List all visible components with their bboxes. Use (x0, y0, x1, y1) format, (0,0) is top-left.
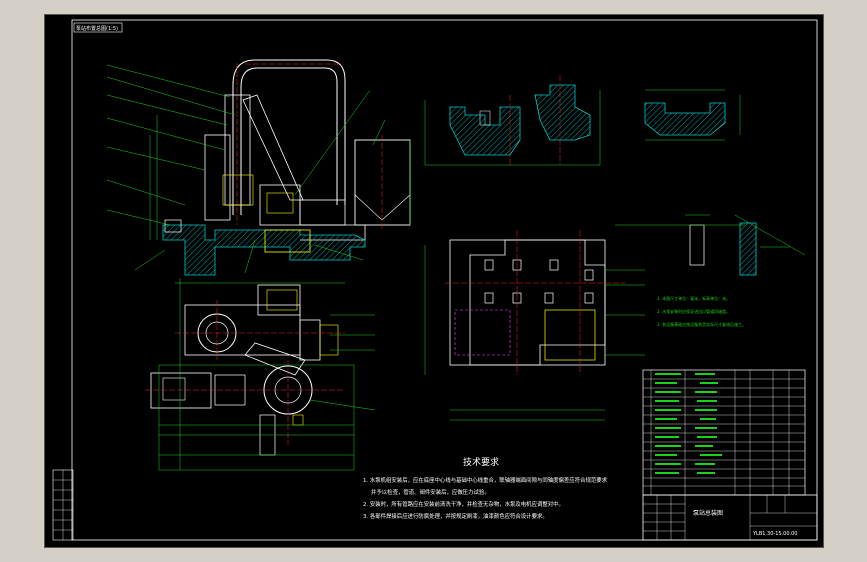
inner-frame (71, 19, 818, 541)
section-detail-b (644, 89, 741, 141)
tech-req-item: 1. 水泵机组安装后，应在底座中心线与基础中心线重合，联轴器端面间隙与同轴度偏差… (363, 476, 608, 484)
elevation-view (106, 59, 411, 284)
tech-req-item: 2. 安装时，所有管路应在安装前清洗干净，并检查无杂物，水泵及电机应调整对中。 (363, 500, 564, 508)
plan-view (145, 278, 376, 471)
tech-req-item: 3. 各部件焊接后应进行防腐处理，并按规定刷漆，油漆颜色应符合设计要求。 (363, 512, 548, 520)
title-block: 泵站总装图 YLB1.30-15.00.00 (642, 494, 818, 541)
technical-requirements: 技术要求 1. 水泵机组安装后，应在底座中心线与基础中心线重合，联轴器端面间隙与… (363, 456, 608, 520)
foundation-plan (424, 224, 745, 421)
legend-note: 1. 本图尺寸单位：毫米，标高单位：米。 (657, 295, 730, 301)
corner-stamp-text: 泵站布置总图(1:5) (76, 25, 118, 32)
corner-stamp: 泵站布置总图(1:5) (73, 22, 123, 33)
drawing-title: 泵站总装图 (693, 509, 723, 517)
legend-note: 3. 各设备基础应按设备到货实际尺寸复核后施工。 (657, 321, 746, 327)
tech-req-title: 技术要求 (463, 456, 499, 468)
drawing-sheet: 泵站布置总图(1:5) (44, 14, 824, 548)
section-detail-a (424, 75, 601, 166)
section-detail-c (685, 214, 806, 276)
drawing-number: YLB1.30-15.00.00 (752, 531, 797, 537)
tech-req-item: 并予以检查，管道、阀件安装后，应做压力试验。 (371, 488, 490, 496)
legend-note: 2. 水泵安装时应保证进出口管道同轴度。 (657, 308, 730, 314)
revision-table (52, 469, 74, 541)
cad-drawing: 泵站布置总图(1:5) (52, 19, 818, 541)
parts-list (642, 369, 806, 496)
legend-notes: 1. 本图尺寸单位：毫米，标高单位：米。 2. 水泵安装时应保证进出口管道同轴度… (657, 295, 746, 327)
